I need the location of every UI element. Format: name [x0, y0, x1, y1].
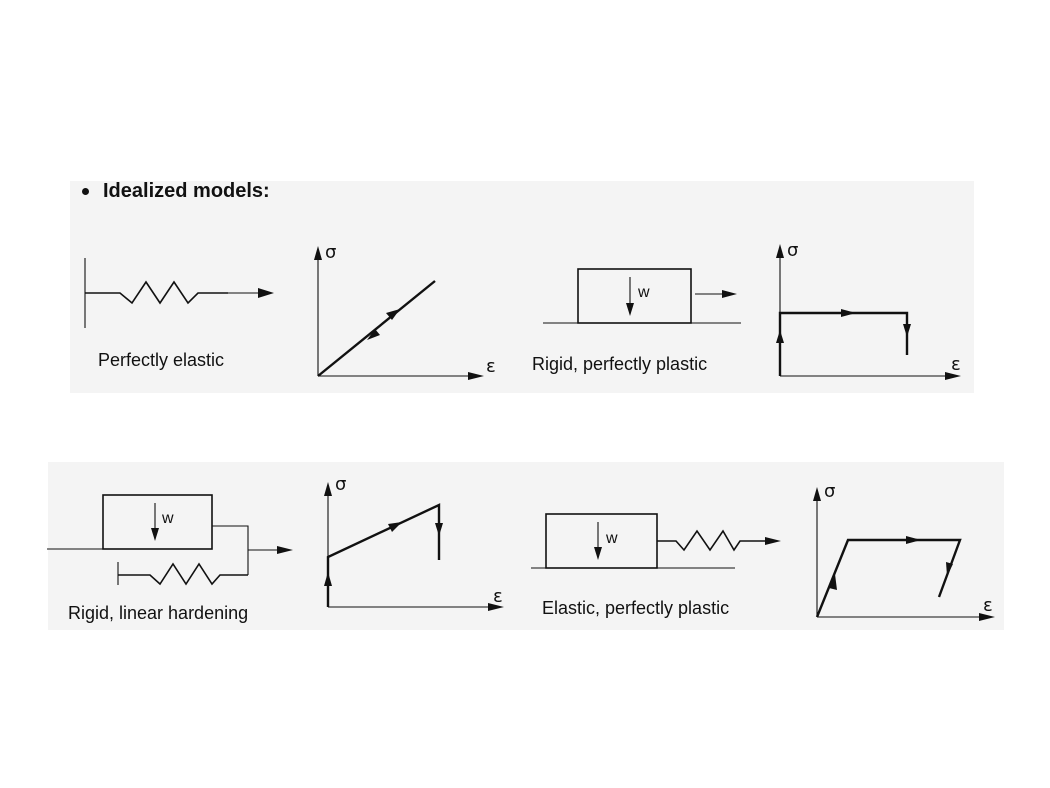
- weight-arrow-head: [151, 528, 159, 541]
- plastic-flow-arrow: [841, 309, 856, 317]
- perfectly-elastic-model: Perfectly elastic: [84, 258, 274, 370]
- perfectly-elastic-graph: σ ε: [314, 242, 496, 380]
- sliding-block: [102, 494, 213, 550]
- strain-axis-label: ε: [493, 586, 503, 607]
- stress-axis-label: σ: [335, 474, 346, 495]
- stress-strain-path: [815, 538, 962, 618]
- unloading-arrow: [946, 562, 953, 576]
- sliding-block: [545, 513, 658, 569]
- stress-axis-arrow: [813, 487, 821, 501]
- sliding-block: [577, 268, 692, 324]
- loading-arrow: [324, 572, 332, 586]
- rigid-linear-hardening-graph: σ ε: [324, 474, 504, 611]
- section-heading: Idealized models:: [82, 180, 270, 203]
- stress-axis-label: σ: [824, 481, 835, 502]
- strain-axis-arrow: [945, 372, 961, 380]
- spring: [85, 280, 228, 305]
- force-arrow-head: [765, 537, 781, 545]
- force-arrow-head: [258, 288, 274, 298]
- plastic-flow-arrow: [906, 536, 921, 544]
- rigid-perfectly-plastic-graph: σ ε: [776, 240, 961, 380]
- elastic-perfectly-plastic-model: w Elastic, perfectly plastic: [531, 513, 781, 618]
- rigid-perfectly-plastic-model: w Rigid, perfectly plastic: [532, 268, 741, 374]
- unloading-arrow: [435, 523, 443, 536]
- loading-arrow: [386, 309, 400, 320]
- stress-strain-path: [326, 503, 441, 607]
- hardening-spring: [118, 562, 248, 586]
- weight-label: w: [161, 510, 174, 527]
- stress-strain-path: [778, 311, 909, 376]
- strain-axis-label: ε: [951, 354, 961, 375]
- model-label: Rigid, perfectly plastic: [532, 354, 707, 374]
- elastic-spring: [657, 529, 766, 552]
- bullet-icon: [82, 188, 89, 195]
- stress-axis-label: σ: [325, 242, 336, 263]
- model-label: Rigid, linear hardening: [68, 603, 248, 623]
- weight-label: w: [605, 530, 618, 547]
- top-models-panel: [70, 181, 974, 393]
- weight-arrow-head: [626, 303, 634, 316]
- strain-axis-label: ε: [486, 356, 496, 377]
- elastic-perfectly-plastic-graph: σ ε: [813, 481, 995, 621]
- loading-arrow: [829, 574, 837, 590]
- strain-axis-arrow: [488, 603, 504, 611]
- force-arrow-head: [277, 546, 293, 554]
- model-label: Elastic, perfectly plastic: [542, 598, 729, 618]
- stress-axis-label: σ: [787, 240, 798, 261]
- unloading-arrow: [903, 324, 911, 337]
- stress-axis-arrow: [324, 482, 332, 496]
- strain-axis-label: ε: [983, 595, 993, 616]
- force-arrow-head: [722, 290, 737, 298]
- rigid-linear-hardening-model: w Rigid, linear hardening: [47, 494, 293, 623]
- loading-arrow: [776, 330, 784, 343]
- model-label: Perfectly elastic: [98, 350, 224, 370]
- stress-axis-arrow: [776, 244, 784, 258]
- connector: [212, 525, 249, 575]
- strain-axis-arrow: [468, 372, 484, 380]
- hardening-arrow: [388, 522, 402, 532]
- weight-label: w: [637, 284, 650, 301]
- strain-axis-arrow: [979, 613, 995, 621]
- loading-path: [317, 280, 436, 377]
- unloading-arrow: [367, 329, 380, 340]
- heading-text: Idealized models:: [103, 180, 270, 202]
- stress-axis-arrow: [314, 246, 322, 260]
- weight-arrow-head: [594, 547, 602, 560]
